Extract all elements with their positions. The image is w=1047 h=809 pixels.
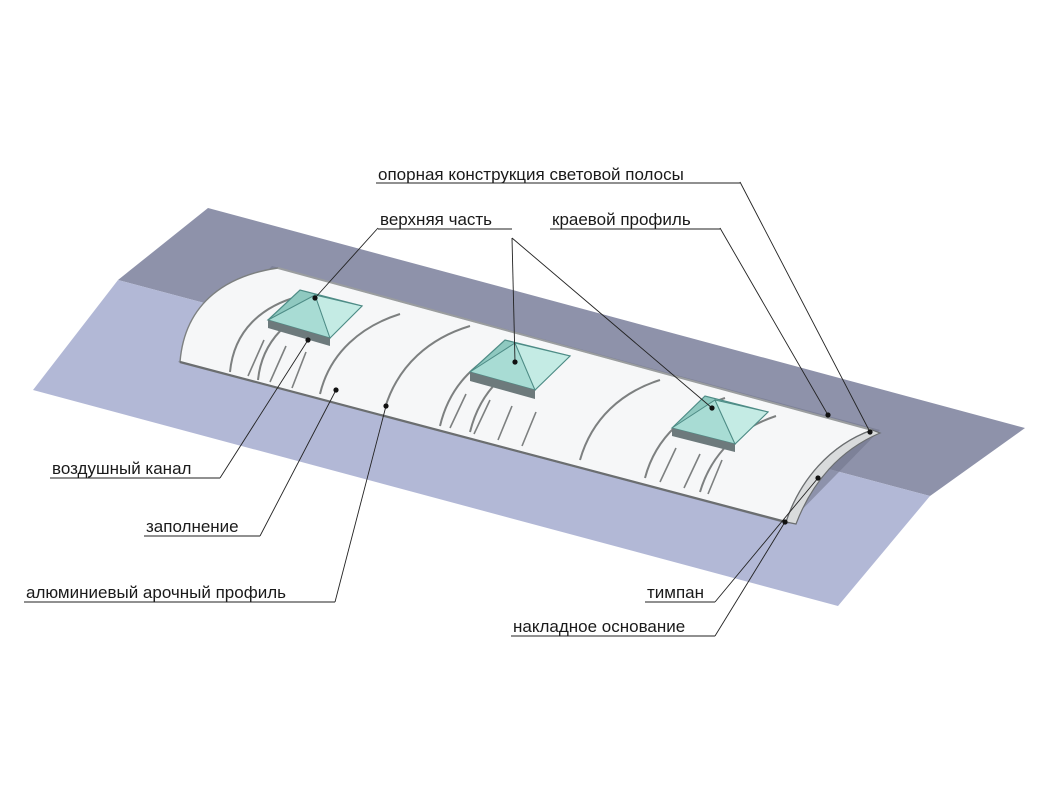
label-top-part: верхняя часть [378,210,512,230]
vault-front-edge [179,360,787,524]
label-air-channel-text: воздушный канал [52,459,191,478]
label-support-structure: опорная конструкция световой полосы [376,165,740,184]
tympanum [785,429,882,525]
top-hatch-3 [670,395,770,452]
label-air-channel: воздушный канал [50,459,220,479]
leader-dots [305,295,873,525]
label-edge-profile-text: краевой профиль [552,210,691,229]
label-overlay-base: накладное основание [511,617,715,637]
label-filling-text: заполнение [146,517,239,536]
vault-ridge [277,267,873,431]
label-edge-profile: краевой профиль [550,210,720,230]
label-tympanum-text: тимпан [647,583,704,602]
label-filling: заполнение [144,517,260,537]
leader-lines [219,181,871,637]
top-hatch-1 [266,289,364,346]
top-hatch-2 [468,339,572,399]
label-overlay-base-text: накладное основание [513,617,685,636]
label-support-structure-text: опорная конструкция световой полосы [378,165,684,184]
air-channels [247,339,723,495]
label-aluminum-arch-profile-text: алюминиевый арочный профиль [26,583,286,602]
label-aluminum-arch-profile: алюминиевый арочный профиль [24,583,335,603]
label-tympanum: тимпан [645,583,715,603]
label-top-part-text: верхняя часть [380,210,492,229]
